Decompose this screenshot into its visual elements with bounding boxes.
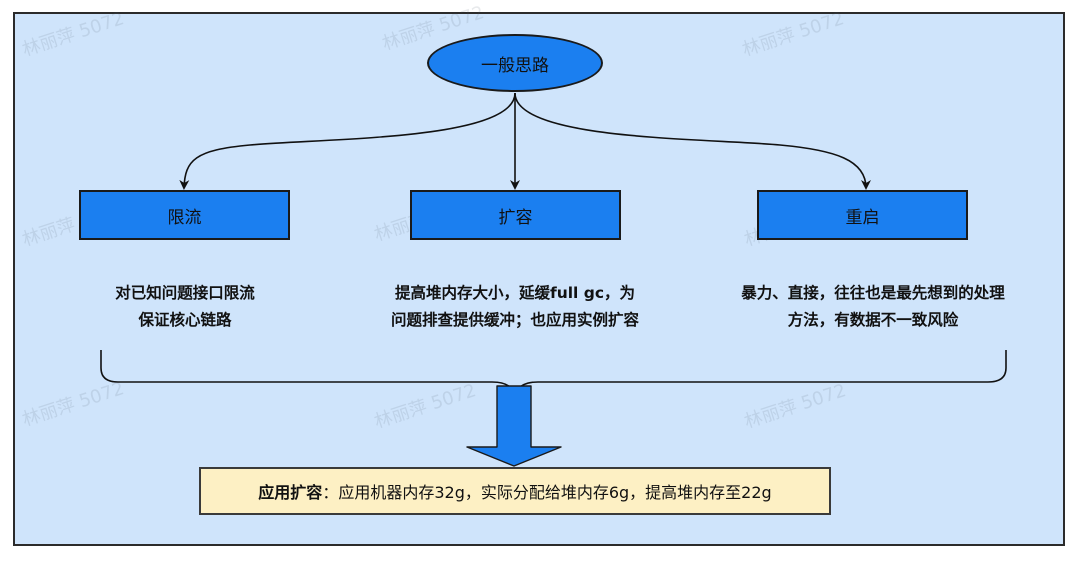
node-rate-limit-label: 限流 <box>167 207 202 228</box>
description-line: 提高堆内存大小，延缓full gc，为 <box>394 284 636 302</box>
description-line: 暴力、直接，往往也是最先想到的处理 <box>741 284 1005 302</box>
down-arrow <box>466 385 562 467</box>
scale-out-description: 提高堆内存大小，延缓full gc，为 问题排查提供缓冲；也应用实例扩容 <box>345 280 685 334</box>
result-separator: ： <box>322 483 339 502</box>
node-scale-out-label: 扩容 <box>498 207 533 228</box>
rate-limit-description: 对已知问题接口限流 保证核心链路 <box>60 280 310 334</box>
root-node-label: 一般思路 <box>481 55 549 76</box>
diagram-canvas <box>13 12 1065 546</box>
node-restart-label: 重启 <box>845 207 880 228</box>
result-text: 应用机器内存32g，实际分配给堆内存6g，提高堆内存至22g <box>338 483 772 502</box>
description-line: 保证核心链路 <box>138 311 232 329</box>
connector-left <box>179 92 516 190</box>
result-box: 应用扩容：应用机器内存32g，实际分配给堆内存6g，提高堆内存至22g <box>199 467 831 515</box>
node-rate-limit: 限流 <box>79 190 290 240</box>
description-line: 对已知问题接口限流 <box>115 284 255 302</box>
node-scale-out: 扩容 <box>410 190 621 240</box>
description-line: 方法，有数据不一致风险 <box>787 311 959 329</box>
result-label: 应用扩容 <box>258 483 323 502</box>
node-restart: 重启 <box>757 190 968 240</box>
description-line: 问题排查提供缓冲；也应用实例扩容 <box>390 311 639 329</box>
restart-description: 暴力、直接，往往也是最先想到的处理 方法，有数据不一致风险 <box>698 280 1048 334</box>
connector-right <box>514 92 871 190</box>
root-node: 一般思路 <box>427 34 603 92</box>
grouping-brace <box>100 350 1007 401</box>
